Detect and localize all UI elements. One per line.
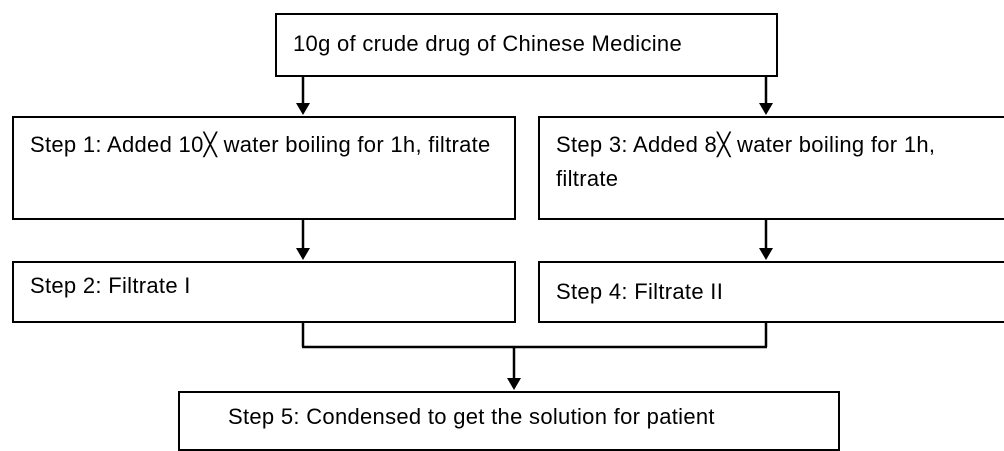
step1-box: [12, 116, 516, 220]
arrowhead-step5: [507, 378, 521, 390]
step1-label: Step 1: Added 10╳ water boiling for 1h, …: [30, 132, 491, 157]
arrowhead-step3: [759, 103, 773, 115]
arrowhead-step1: [296, 103, 310, 115]
step2-box: [12, 261, 516, 323]
step2-label: Step 2: Filtrate I: [30, 273, 191, 298]
start-box: [275, 13, 778, 77]
step4-label: Step 4: Filtrate II: [556, 279, 724, 304]
arrowhead-step4: [759, 248, 773, 260]
step5-label: Step 5: Condensed to get the solution fo…: [228, 404, 715, 429]
step3-label: Step 3: Added 8╳ water boiling for 1h, f…: [556, 132, 936, 191]
start-label: 10g of crude drug of Chinese Medicine: [293, 31, 682, 56]
step3-box: [538, 116, 1004, 220]
arrowhead-step2: [296, 248, 310, 260]
step4-box: [538, 261, 1004, 323]
